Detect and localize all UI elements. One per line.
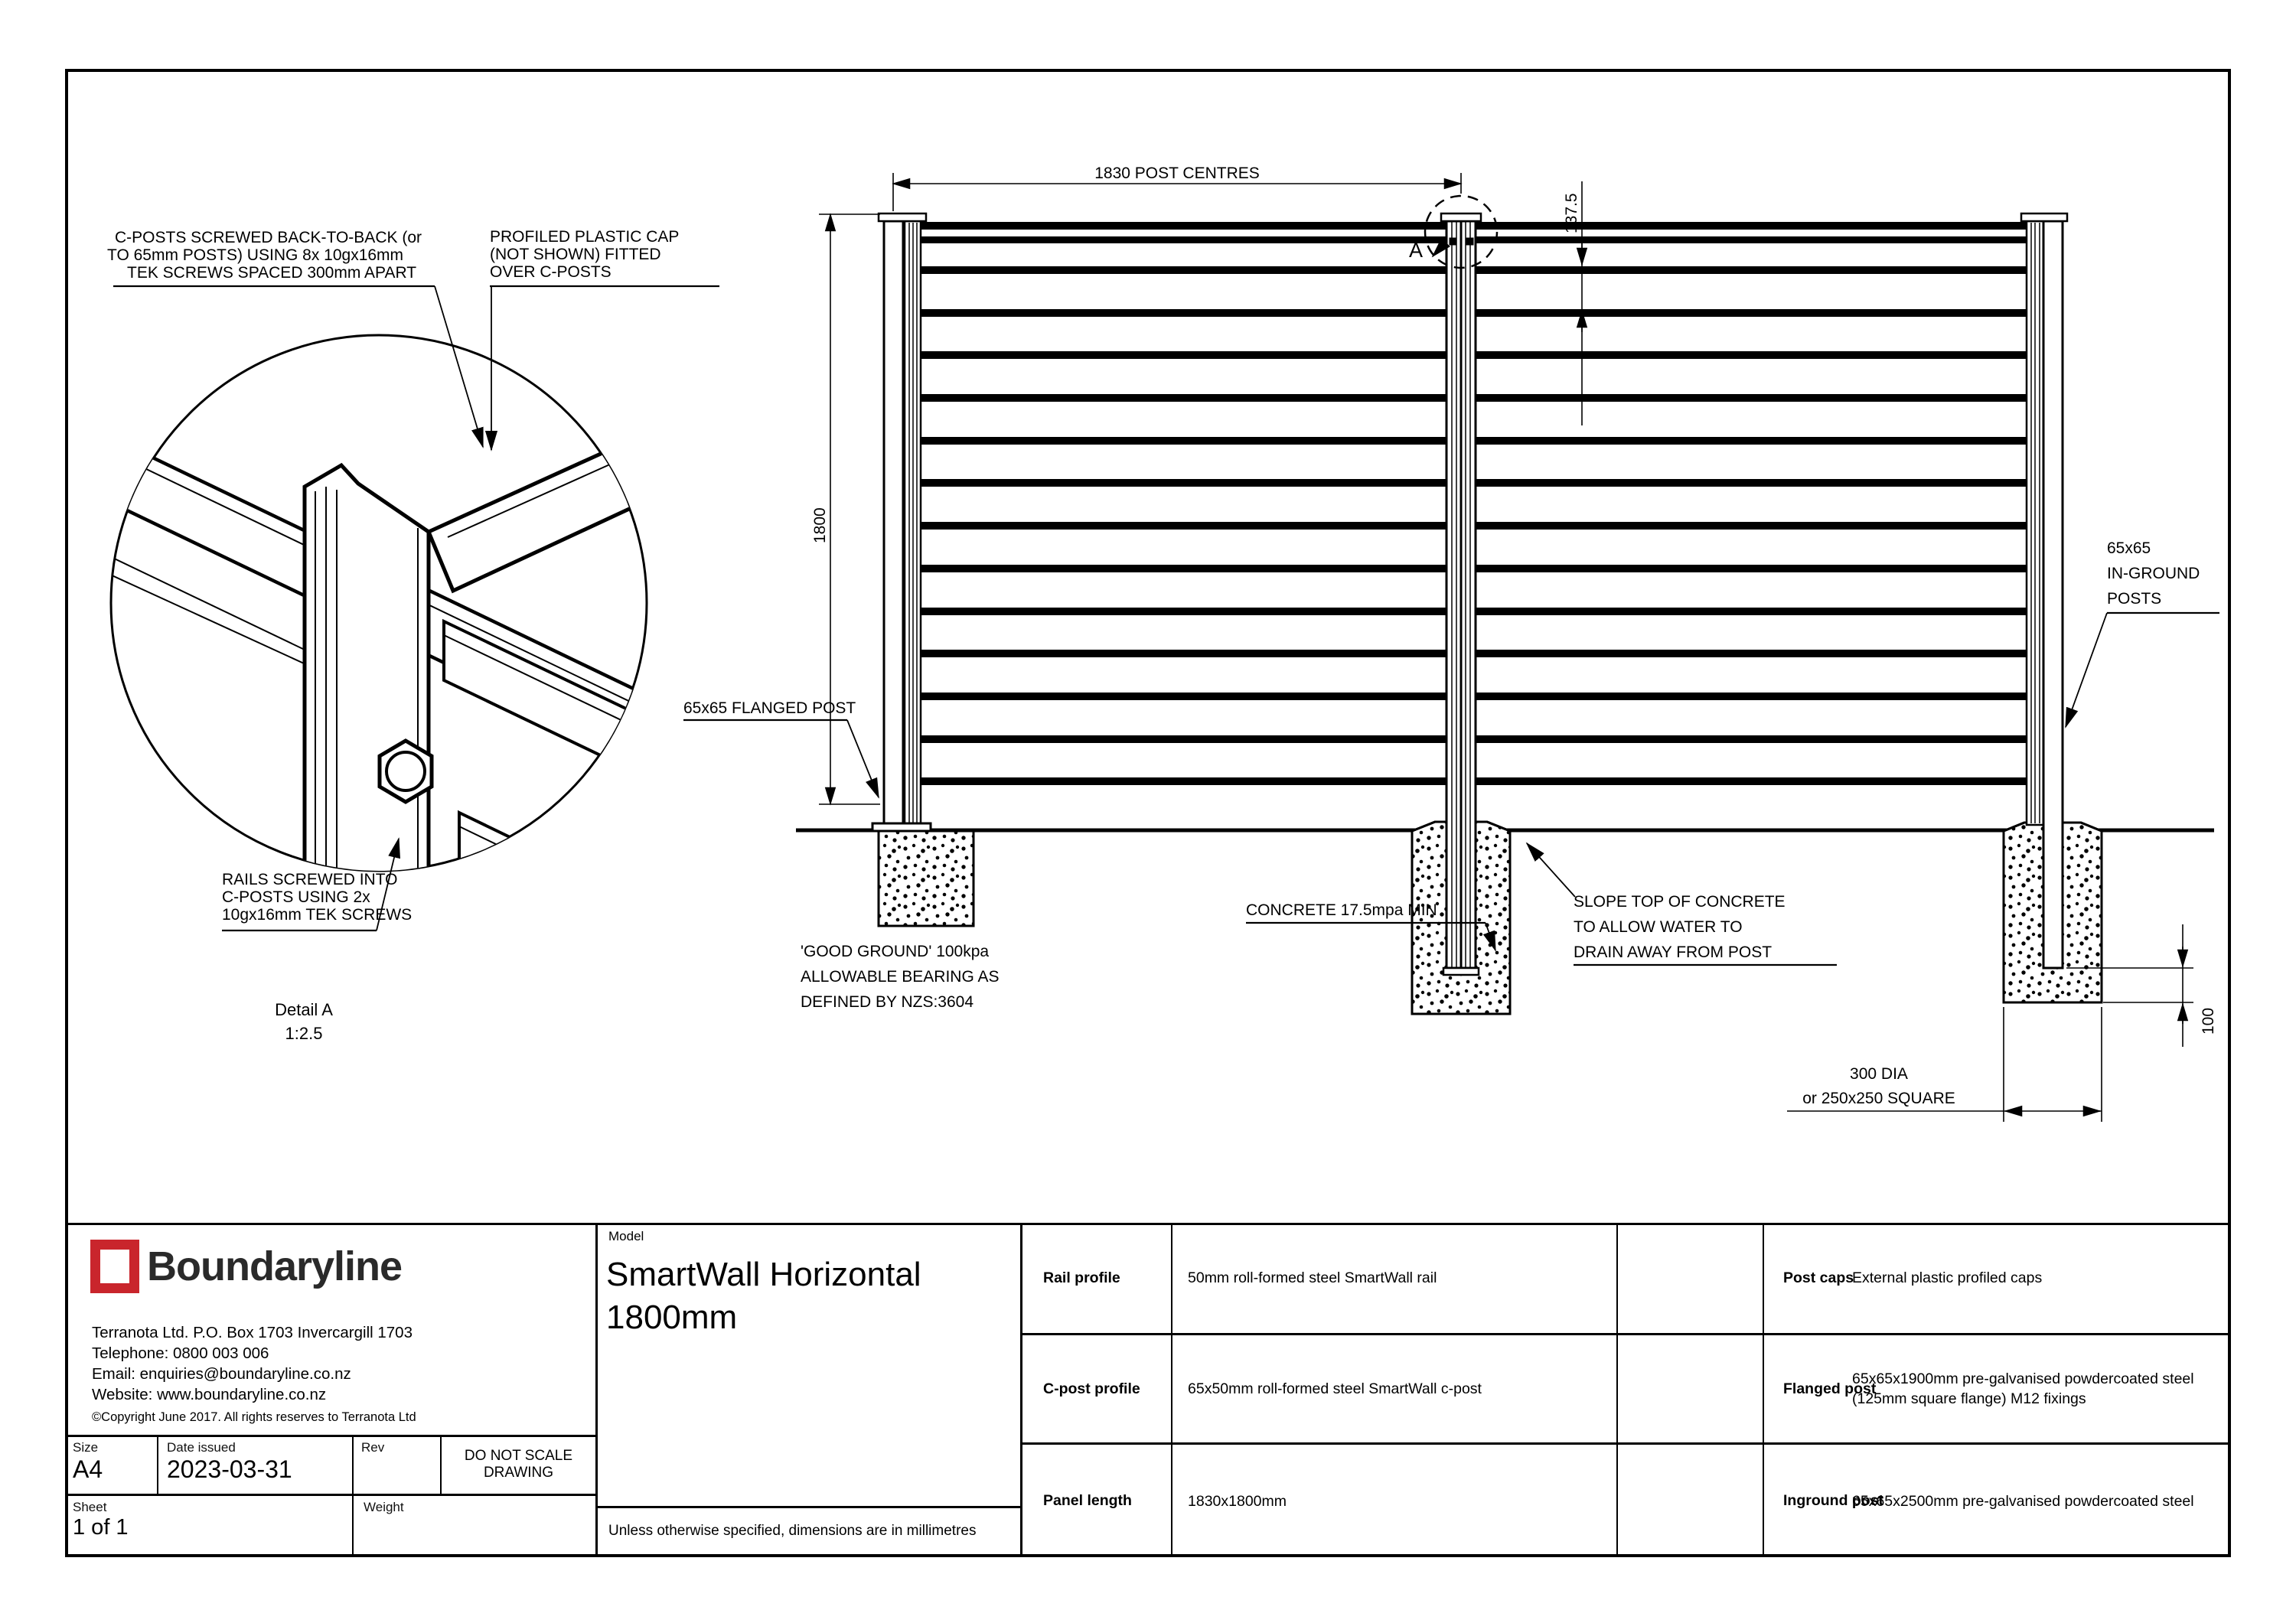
svg-text:CONCRETE 17.5mpa MIN: CONCRETE 17.5mpa MIN xyxy=(1246,901,1437,919)
spec-inground-post-value: 65x65x2500mm pre-galvanised powdercoated… xyxy=(1852,1492,2194,1510)
divider xyxy=(157,1435,158,1494)
do-not-scale-note: DO NOT SCALE DRAWING xyxy=(464,1447,573,1481)
callout-slope: SLOPE TOP OF CONCRETE TO ALLOW WATER TO … xyxy=(1525,842,1837,966)
divider xyxy=(595,1506,1022,1508)
divider xyxy=(1616,1223,1618,1557)
svg-text:C-POSTS SCREWED BACK-TO-BACK (: C-POSTS SCREWED BACK-TO-BACK (or xyxy=(115,229,422,246)
divider xyxy=(352,1435,354,1557)
company-logo: Boundaryline xyxy=(90,1240,403,1293)
logo-square-icon xyxy=(90,1240,139,1293)
middle-cpost-pair xyxy=(1440,212,1482,976)
dimensions-note: Unless otherwise specified, dimensions a… xyxy=(608,1523,977,1539)
left-footing xyxy=(877,829,975,927)
company-phone: Telephone: 0800 003 006 xyxy=(92,1344,269,1362)
detail-title: Detail A xyxy=(275,1000,333,1019)
svg-text:TO 65mm POSTS) USING 8x 10gx16: TO 65mm POSTS) USING 8x 10gx16mm xyxy=(107,246,403,264)
dim-post-centres-text: 1830 POST CENTRES xyxy=(1094,165,1260,182)
titleblock-top-line xyxy=(65,1223,2231,1225)
svg-text:POSTS: POSTS xyxy=(2107,590,2161,608)
callout-plastic-cap: PROFILED PLASTIC CAP (NOT SHOWN) FITTED … xyxy=(484,228,719,451)
svg-text:10gx16mm TEK SCREWS: 10gx16mm TEK SCREWS xyxy=(222,906,412,924)
dim-footing-width xyxy=(1787,1007,2102,1122)
spec-panel-length-value: 1830x1800mm xyxy=(1188,1492,1287,1510)
callout-cpost-screws: C-POSTS SCREWED BACK-TO-BACK (or TO 65mm… xyxy=(107,229,484,448)
date-field: Date issued 2023-03-31 xyxy=(167,1440,292,1483)
dim-footing-width-line1: 300 DIA xyxy=(1850,1065,1908,1083)
hex-screw xyxy=(557,888,609,949)
spec-panel-length-label: Panel length xyxy=(1043,1492,1132,1509)
dim-footing-width-line2: or 250x250 SQUARE xyxy=(1802,1090,1955,1107)
svg-text:(NOT SHOWN) FITTED: (NOT SHOWN) FITTED xyxy=(490,246,661,263)
tek-screw xyxy=(1466,237,1474,246)
svg-text:SLOPE TOP OF CONCRETE: SLOPE TOP OF CONCRETE xyxy=(1574,893,1786,911)
rev-field: Rev xyxy=(361,1440,385,1455)
spec-rail-profile-value: 50mm roll-formed steel SmartWall rail xyxy=(1188,1269,1437,1286)
copyright-note: ©Copyright June 2017. All rights reserve… xyxy=(92,1410,416,1424)
divider xyxy=(440,1435,442,1494)
detail-marker-arrow xyxy=(1431,238,1450,258)
sheet-border xyxy=(65,69,2231,1557)
svg-text:TEK SCREWS SPACED 300mm APART: TEK SCREWS SPACED 300mm APART xyxy=(127,264,416,282)
svg-text:ALLOWABLE BEARING AS: ALLOWABLE BEARING AS xyxy=(801,968,1000,986)
company-address: Terranota Ltd. P.O. Box 1703 Invercargil… xyxy=(92,1324,413,1341)
spec-post-caps-label: Post caps xyxy=(1783,1269,1854,1286)
svg-text:DEFINED BY NZS:3604: DEFINED BY NZS:3604 xyxy=(801,993,974,1011)
detail-marker-circle xyxy=(1424,194,1499,269)
dim-footing-depth xyxy=(2066,924,2193,1047)
company-website: Website: www.boundaryline.co.nz xyxy=(92,1386,327,1403)
svg-text:65x65 FLANGED POST: 65x65 FLANGED POST xyxy=(683,699,856,717)
svg-text:65x65: 65x65 xyxy=(2107,539,2151,557)
svg-text:DRAIN AWAY FROM POST: DRAIN AWAY FROM POST xyxy=(1574,943,1772,961)
dim-height-text: 1800 xyxy=(811,507,829,543)
divider xyxy=(1171,1223,1172,1557)
flanged-post xyxy=(871,212,932,833)
spec-flanged-post-label: Flanged post xyxy=(1783,1380,1877,1397)
svg-text:PROFILED PLASTIC CAP: PROFILED PLASTIC CAP xyxy=(490,228,679,246)
hex-screw xyxy=(377,738,434,804)
divider xyxy=(595,1223,598,1557)
detail-scale: 1:2.5 xyxy=(285,1024,323,1043)
dim-footing-depth-text: 100 xyxy=(2200,1008,2217,1035)
spec-cpost-profile-label: C-post profile xyxy=(1043,1380,1140,1397)
spec-rail-profile-label: Rail profile xyxy=(1043,1269,1120,1286)
callout-inground-posts: 65x65 IN-GROUND POSTS xyxy=(2065,539,2219,728)
spec-flanged-post-value: 65x65x1900mm pre-galvanised powdercoated… xyxy=(1852,1370,2194,1407)
spec-cpost-profile-value: 65x50mm roll-formed steel SmartWall c-po… xyxy=(1188,1380,1482,1397)
divider xyxy=(65,1435,598,1437)
note-good-ground: 'GOOD GROUND' 100kpa ALLOWABLE BEARING A… xyxy=(801,943,1000,1011)
weight-field: Weight xyxy=(364,1500,404,1514)
spec-post-caps-value: External plastic profiled caps xyxy=(1852,1269,2043,1286)
callout-concrete: CONCRETE 17.5mpa MIN xyxy=(1246,901,1496,952)
detail-marker-label: A xyxy=(1409,239,1423,262)
model-name: SmartWall Horizontal 1800mm xyxy=(606,1256,921,1336)
dim-rail-spacing-text: 137.5 xyxy=(1563,193,1580,233)
svg-text:RAILS SCREWED INTO: RAILS SCREWED INTO xyxy=(222,871,397,888)
inground-post xyxy=(2020,212,2069,970)
divider xyxy=(1020,1333,2231,1335)
dim-post-centres xyxy=(892,173,1463,211)
model-label: Model xyxy=(608,1229,644,1243)
svg-text:IN-GROUND: IN-GROUND xyxy=(2107,565,2200,582)
dim-height xyxy=(819,213,880,806)
callout-rails-screwed: RAILS SCREWED INTO C-POSTS USING 2x 10gx… xyxy=(222,837,412,932)
spec-inground-post-label: Inground post xyxy=(1783,1492,1884,1509)
size-field: Size A4 xyxy=(73,1440,103,1483)
divider xyxy=(1020,1442,2231,1445)
svg-text:TO ALLOW WATER TO: TO ALLOW WATER TO xyxy=(1574,918,1743,936)
svg-text:C-POSTS USING 2x: C-POSTS USING 2x xyxy=(222,888,370,906)
svg-text:OVER C-POSTS: OVER C-POSTS xyxy=(490,263,612,281)
sheet-field: Sheet 1 of 1 xyxy=(73,1500,129,1540)
detail-contents xyxy=(111,422,647,949)
company-email: Email: enquiries@boundaryline.co.nz xyxy=(92,1365,351,1383)
company-details: Terranota Ltd. P.O. Box 1703 Invercargil… xyxy=(92,1322,413,1405)
tek-screw xyxy=(1449,237,1457,246)
divider xyxy=(1763,1223,1764,1557)
divider xyxy=(1020,1223,1022,1557)
divider xyxy=(65,1494,598,1496)
logo-wordmark: Boundaryline xyxy=(147,1243,403,1289)
svg-text:'GOOD GROUND' 100kpa: 'GOOD GROUND' 100kpa xyxy=(801,943,989,960)
callout-flanged-post: 65x65 FLANGED POST xyxy=(683,699,879,799)
